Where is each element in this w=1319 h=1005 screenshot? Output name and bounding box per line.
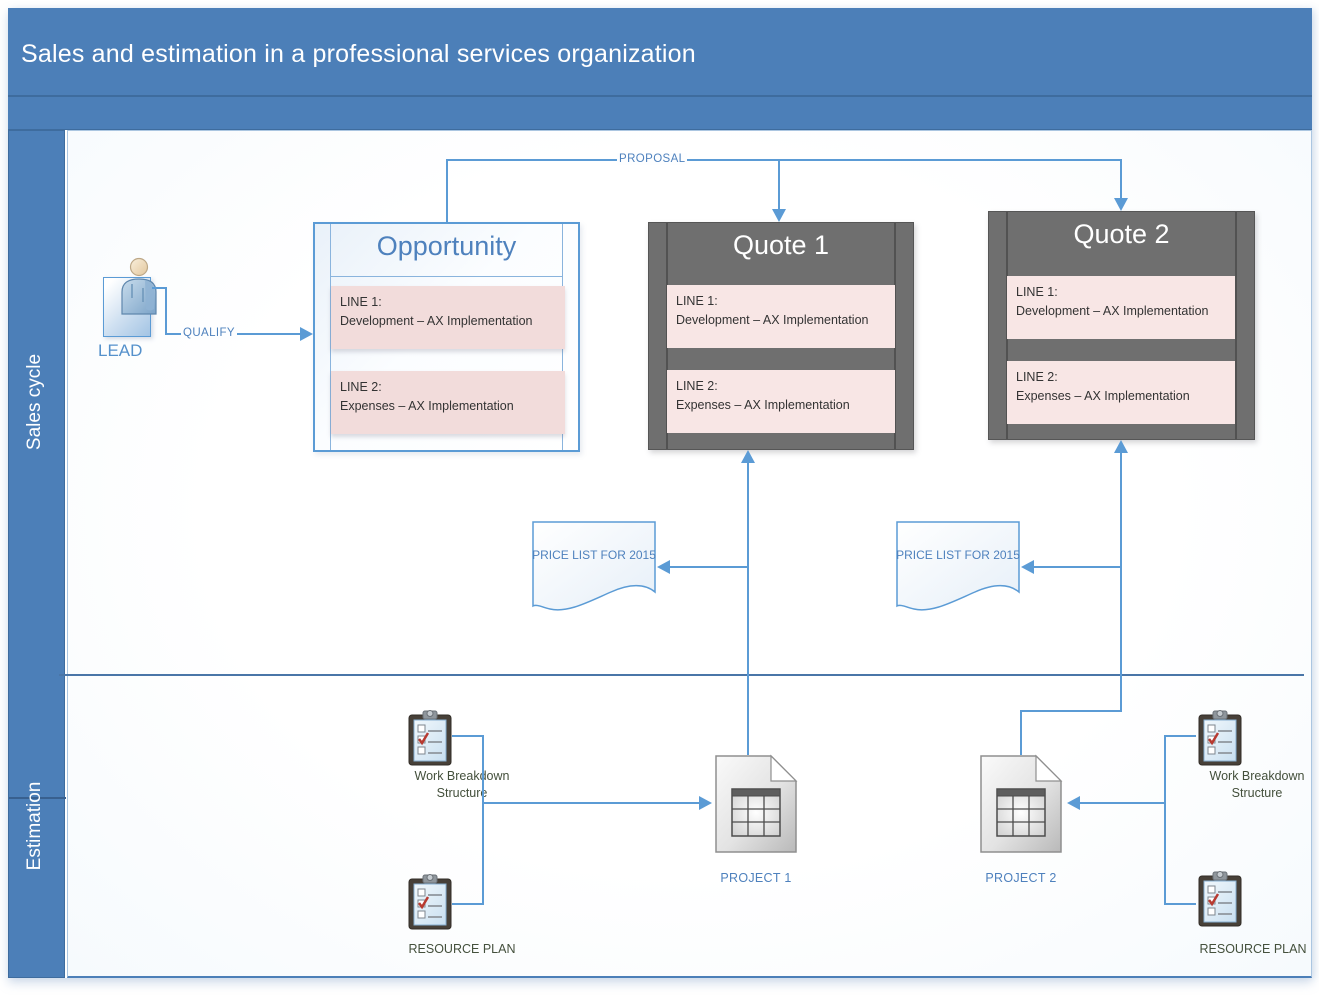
line-heading: LINE 1:: [1016, 285, 1058, 299]
qualify-label: QUALIFY: [181, 327, 238, 339]
price-list-2-label: PRICE LIST FOR 2015: [896, 548, 1020, 562]
title-bar: Sales and estimation in a professional s…: [8, 8, 1312, 97]
line-heading: LINE 1:: [340, 295, 382, 309]
lane-column-divider: [9, 797, 66, 799]
price-list-1-shape: PRICE LIST FOR 2015: [532, 521, 656, 613]
estimation-left-connector: [482, 802, 700, 804]
quote1-line-item-1: LINE 1: Development – AX Implementation: [667, 285, 895, 348]
price-list-1-label: PRICE LIST FOR 2015: [532, 548, 656, 562]
line-heading: LINE 1:: [676, 294, 718, 308]
line-text: Expenses – AX Implementation: [1016, 389, 1190, 403]
project2-quote2-arrowhead: [1114, 440, 1128, 453]
opportunity-box: Opportunity LINE 1: Development – AX Imp…: [313, 222, 580, 452]
wavy-document-icon: [532, 521, 656, 611]
project1-quote1-arrowhead: [741, 450, 755, 463]
proposal-arrowhead-quote2: [1114, 198, 1128, 211]
price-list-1-arrowhead: [657, 560, 670, 574]
project2-quote2-connector: [1120, 452, 1122, 712]
quote-inner-line: [894, 223, 896, 449]
quote2-line-item-2: LINE 2: Expenses – AX Implementation: [1007, 361, 1235, 424]
quote1-title: Quote 1: [732, 230, 830, 260]
project2-arrowhead: [1067, 796, 1080, 810]
project1-spreadsheet-icon: [715, 754, 798, 853]
quote2-box: Quote 2 LINE 1: Development – AX Impleme…: [988, 211, 1255, 440]
work-breakdown-structure-right-label: Work Breakdown Structure: [1209, 769, 1305, 800]
estimation-right-connector: [1164, 903, 1196, 905]
sub-header-bar: [8, 97, 1312, 130]
lane-divider: [59, 674, 1304, 676]
qualify-arrowhead: [300, 327, 313, 341]
lane-label-estimation: Estimation: [24, 781, 45, 871]
proposal-label: PROPOSAL: [617, 153, 688, 165]
proposal-arrowhead-quote1: [772, 209, 786, 222]
opportunity-line-item-2: LINE 2: Expenses – AX Implementation: [331, 371, 565, 434]
lane-label-sales-cycle: Sales cycle: [24, 353, 45, 451]
line-text: Expenses – AX Implementation: [676, 398, 850, 412]
proposal-connector-segment: [446, 159, 1122, 161]
estimation-right-connector: [1164, 735, 1196, 737]
quote2-title: Quote 2: [1073, 219, 1170, 249]
quote1-box: Quote 1 LINE 1: Development – AX Impleme…: [648, 222, 914, 450]
resource-plan-left-label: RESOURCE PLAN: [408, 942, 516, 956]
estimation-right-connector: [1164, 735, 1166, 905]
estimation-right-connector: [1080, 802, 1166, 804]
estimation-left-connector: [452, 735, 484, 737]
estimation-left-connector: [452, 903, 484, 905]
lead-label: LEAD: [98, 341, 143, 360]
project2-quote2-connector: [1020, 710, 1022, 755]
line-text: Development – AX Implementation: [1016, 304, 1209, 318]
project2-spreadsheet-icon: [980, 754, 1063, 853]
qualify-connector-segment: [152, 287, 167, 289]
opportunity-title-separator: [330, 276, 563, 277]
quote-inner-line: [1235, 212, 1237, 439]
price-list-2-shape: PRICE LIST FOR 2015: [896, 521, 1020, 613]
work-breakdown-structure-left-label: Work Breakdown Structure: [414, 769, 510, 800]
resource-plan-right-label: RESOURCE PLAN: [1199, 942, 1307, 956]
work-breakdown-structure-left-icon: [408, 710, 452, 766]
resource-plan-right-icon: [1198, 871, 1242, 927]
line-heading: LINE 2:: [676, 379, 718, 393]
line-text: Development – AX Implementation: [340, 314, 533, 328]
resource-plan-left-icon: [408, 874, 452, 930]
line-heading: LINE 2:: [340, 380, 382, 394]
price-list-2-connector: [1032, 566, 1122, 568]
proposal-connector-segment: [778, 161, 780, 210]
qualify-connector-segment: [165, 287, 167, 335]
project1-quote1-connector: [747, 462, 749, 755]
line-text: Development – AX Implementation: [676, 313, 869, 327]
opportunity-line-item-1: LINE 1: Development – AX Implementation: [331, 286, 565, 349]
quote1-line-item-2: LINE 2: Expenses – AX Implementation: [667, 370, 895, 433]
opportunity-title: Opportunity: [376, 231, 517, 261]
price-list-1-connector: [668, 566, 748, 568]
proposal-connector-segment: [1120, 161, 1122, 199]
opportunity-inner-line: [330, 224, 331, 450]
project1-arrowhead: [699, 796, 712, 810]
project2-label: PROJECT 2: [985, 871, 1057, 885]
proposal-connector-segment: [446, 161, 448, 222]
person-icon: [121, 257, 157, 315]
wavy-document-icon: [896, 521, 1020, 611]
project2-quote2-connector: [1020, 710, 1122, 712]
line-text: Expenses – AX Implementation: [340, 399, 514, 413]
estimation-left-connector: [482, 735, 484, 905]
price-list-2-arrowhead: [1021, 560, 1034, 574]
lane-label-column: [8, 130, 66, 978]
work-breakdown-structure-right-icon: [1198, 710, 1242, 766]
line-heading: LINE 2:: [1016, 370, 1058, 384]
page-title: Sales and estimation in a professional s…: [21, 40, 696, 68]
project1-label: PROJECT 1: [720, 871, 792, 885]
quote2-line-item-1: LINE 1: Development – AX Implementation: [1007, 276, 1235, 339]
